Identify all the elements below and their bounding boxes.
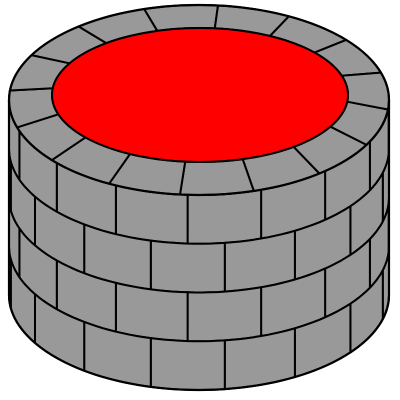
- cylinder-wall: [8, 99, 390, 391]
- rim-brick: [143, 4, 219, 32]
- red-top-surface: [51, 27, 349, 163]
- wall-brick: [186, 286, 263, 343]
- cylinder-outline: [7, 3, 391, 392]
- red-top-ellipse: [51, 27, 349, 163]
- wall-brick: [149, 337, 226, 391]
- rim-brick: [179, 158, 255, 196]
- wall-brick: [114, 281, 189, 343]
- bottom-edge: [7, 294, 391, 392]
- wall-brick: [149, 239, 226, 294]
- wall-brick: [186, 188, 263, 245]
